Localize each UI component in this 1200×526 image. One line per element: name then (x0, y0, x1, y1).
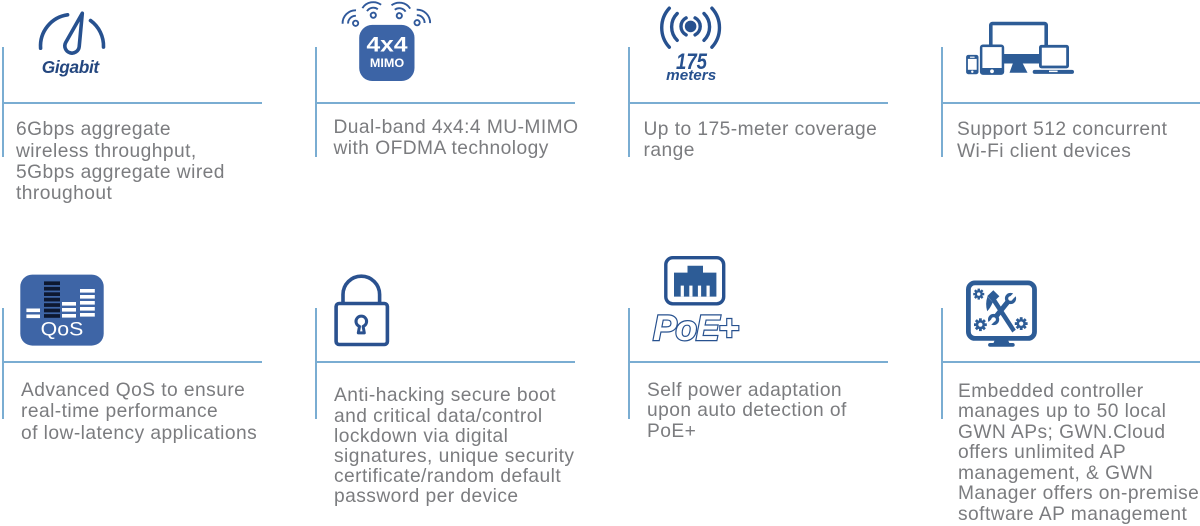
svg-text:4x4: 4x4 (367, 33, 408, 57)
svg-text:175: 175 (676, 49, 708, 74)
svg-text:PoE+: PoE+ (653, 308, 739, 346)
svg-text:MIMO: MIMO (370, 56, 404, 70)
svg-text:meters: meters (666, 68, 716, 84)
svg-text:QoS: QoS (41, 318, 84, 340)
